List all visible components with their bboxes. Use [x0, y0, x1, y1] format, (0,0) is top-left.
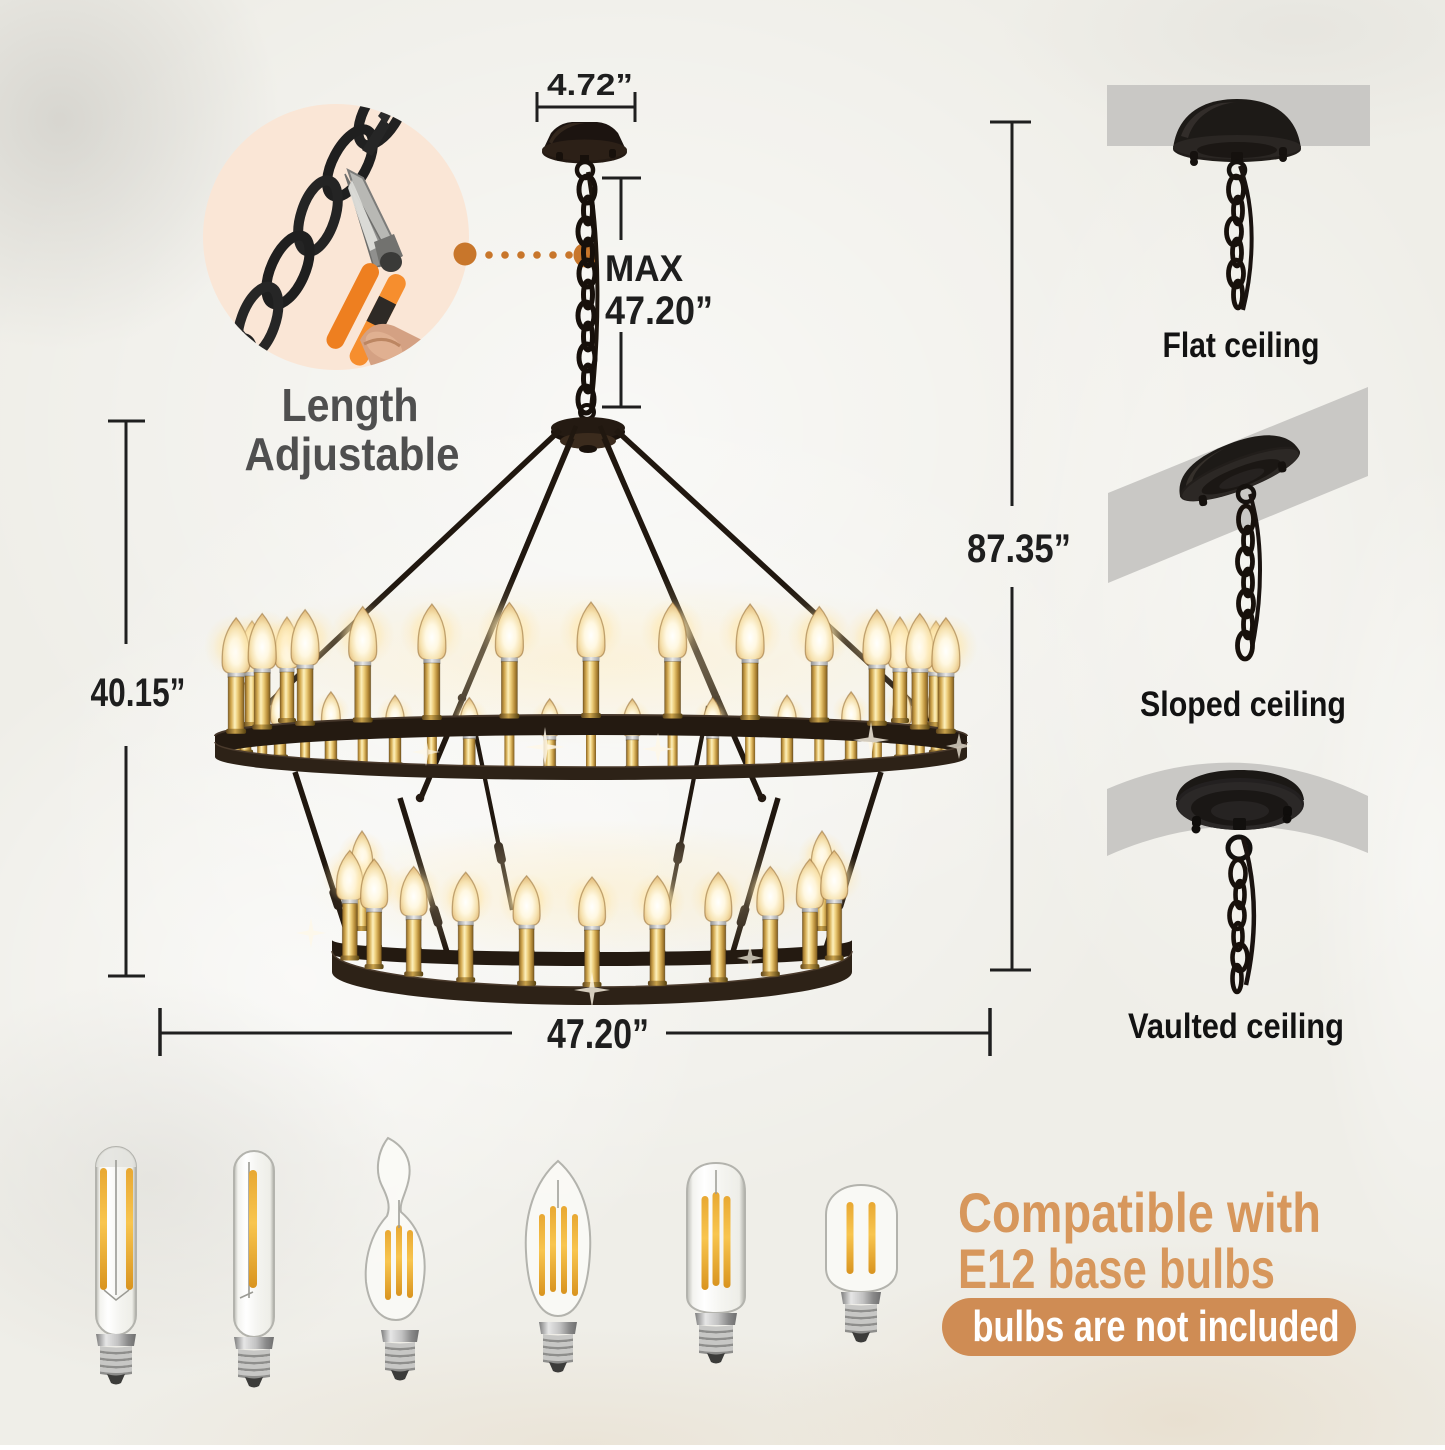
svg-text:Adjustable: Adjustable [245, 428, 460, 480]
svg-text:E12 base bulbs: E12 base bulbs [958, 1237, 1275, 1300]
svg-text:40.15”: 40.15” [91, 671, 186, 715]
svg-text:Length: Length [282, 379, 419, 431]
svg-text:Sloped ceiling: Sloped ceiling [1140, 685, 1346, 724]
svg-text:47.20”: 47.20” [547, 1010, 649, 1057]
svg-text:Flat ceiling: Flat ceiling [1163, 326, 1320, 365]
svg-text:Compatible with: Compatible with [958, 1181, 1321, 1244]
svg-text:87.35”: 87.35” [967, 527, 1071, 571]
svg-text:MAX: MAX [605, 248, 683, 289]
svg-text:4.72”: 4.72” [547, 67, 633, 102]
svg-text:bulbs are not included: bulbs are not included [973, 1302, 1340, 1351]
svg-text:47.20”: 47.20” [605, 289, 713, 333]
svg-text:Vaulted ceiling: Vaulted ceiling [1128, 1007, 1344, 1046]
